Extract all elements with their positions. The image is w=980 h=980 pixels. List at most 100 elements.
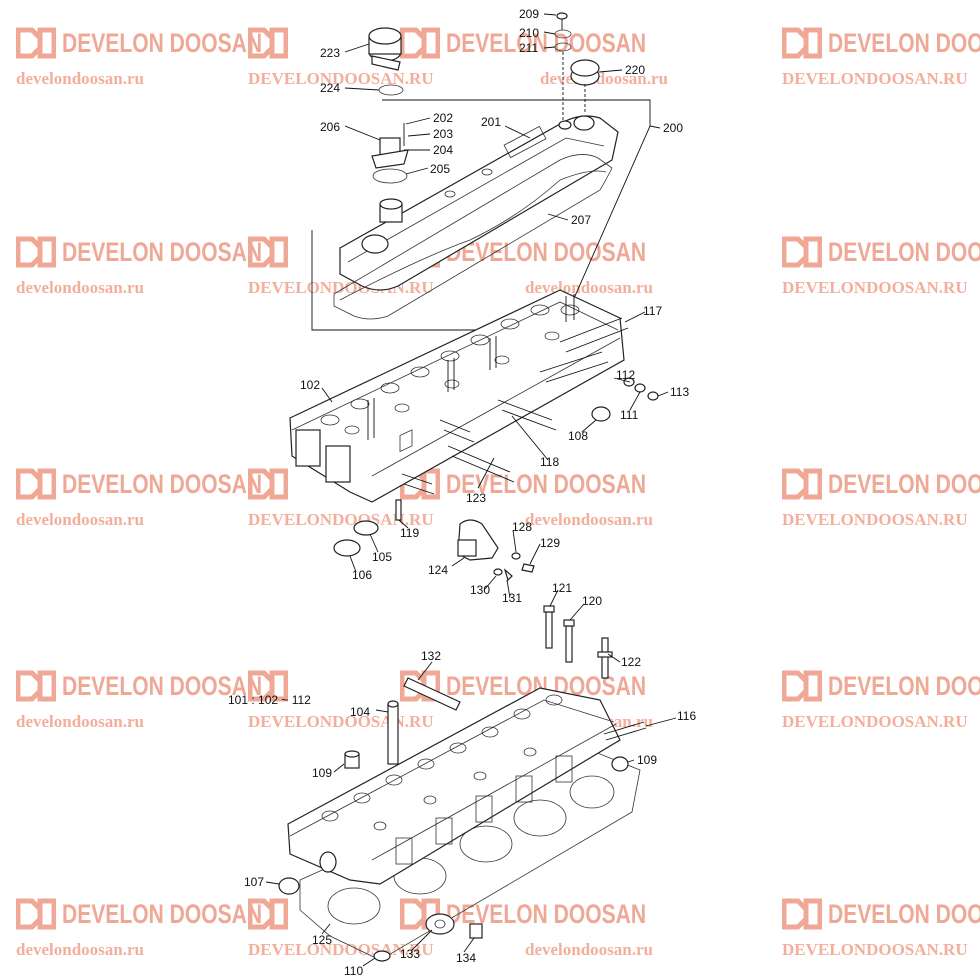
label-206: 206: [320, 120, 340, 134]
label-204: 204: [433, 143, 453, 157]
label-211: 211: [519, 41, 538, 55]
rocker-cover: [339, 115, 619, 291]
watermark: DEVELON DOOSAN develondoosan.ru: [16, 468, 319, 530]
plug-107: [278, 877, 300, 895]
brand-logo-icon: [248, 670, 288, 702]
brand-logo-icon: [248, 236, 288, 268]
head-port: [319, 851, 337, 873]
part-labels: 209 210 211 223 220 224 202 201 200 206 …: [228, 7, 696, 978]
label-207: 207: [571, 213, 591, 227]
watermark-url: develondoosan.ru: [525, 940, 653, 959]
label-113: 113: [670, 385, 689, 399]
brand-logo-icon: [16, 898, 56, 930]
label-122: 122: [621, 655, 641, 669]
watermark-brand: DEVELON DOOSAN: [62, 236, 263, 267]
watermark-brand: DEVELON DOOSAN: [828, 670, 980, 701]
watermark: DEVELON DOOSAN develondoosan.ru: [16, 236, 319, 298]
watermark-brand: DEVELON DOOSAN: [446, 468, 647, 499]
assembly-caption: 101 : 102 ~ 112: [228, 693, 311, 707]
label-110: 110: [344, 964, 363, 978]
watermark-url: develondoosan.ru: [16, 712, 144, 731]
cylinder-head-upper-view: [289, 289, 659, 582]
dowel-119: [395, 499, 402, 521]
plug-105: [353, 520, 379, 536]
washer-111: [634, 383, 646, 393]
watermark: DEVELON DOOSAN DEVELONDOOSAN.RU: [782, 670, 980, 732]
plug-106: [333, 539, 361, 557]
label-134: 134: [456, 951, 476, 965]
watermark-url: develondoosan.ru: [16, 278, 144, 297]
group-frame: [311, 99, 651, 331]
watermark-brand: DEVELON DOOSAN: [62, 27, 263, 58]
glow-plug-132: [403, 677, 461, 711]
label-108: 108: [568, 429, 588, 443]
watermark-brand: DEVELON DOOSAN: [62, 670, 263, 701]
brand-logo-icon: [16, 27, 56, 59]
watermark: DEVELON DOOSAN develondoosan.ru: [16, 670, 319, 732]
watermark-url: DEVELONDOOSAN.RU: [782, 69, 968, 88]
label-123: 123: [466, 491, 486, 505]
watermark-url: develondoosan.ru: [16, 69, 144, 88]
label-102: 102: [300, 378, 320, 392]
label-209: 209: [519, 7, 539, 21]
label-200: 200: [663, 121, 683, 135]
seal-211: [554, 42, 572, 52]
bolt-209: [556, 12, 568, 20]
watermark-url: DEVELONDOOSAN.RU: [248, 510, 434, 529]
label-121: 121: [552, 581, 572, 595]
plug-108: [591, 406, 611, 422]
watermark-brand: DEVELON DOOSAN: [62, 468, 263, 499]
watermark-brand: DEVELON DOOSAN: [828, 27, 980, 58]
cylinder-head-assembly-view: [278, 605, 647, 962]
watermark: DEVELON DOOSAN develondoosan.ru: [16, 27, 319, 89]
watermark: DEVELON DOOSAN: [400, 468, 703, 500]
watermark: develondoosan.ru: [525, 898, 653, 960]
brand-logo-icon: [782, 27, 822, 59]
label-201: 201: [481, 115, 501, 129]
cover-plate: [503, 125, 547, 159]
breather-gasket: [372, 168, 408, 184]
bolt-131: [503, 568, 513, 582]
label-112: 112: [616, 368, 635, 382]
plug-110: [373, 950, 391, 962]
label-109: 109: [312, 766, 332, 780]
label-128: 128: [512, 520, 532, 534]
label-109-right: 109: [637, 753, 657, 767]
label-220: 220: [625, 63, 645, 77]
washer-210: [554, 29, 572, 39]
label-119: 119: [400, 526, 419, 540]
watermark: DEVELON DOOSAN DEVELONDOOSAN.RU: [782, 898, 980, 960]
brand-logo-icon: [16, 468, 56, 500]
label-104: 104: [350, 705, 370, 719]
label-202: 202: [433, 111, 453, 125]
label-125: 125: [312, 933, 332, 947]
watermark-url: DEVELONDOOSAN.RU: [782, 278, 968, 297]
label-223: 223: [320, 46, 340, 60]
washer-130: [493, 568, 503, 576]
watermark-url: develondoosan.ru: [16, 940, 144, 959]
label-117: 117: [643, 304, 662, 318]
watermark: DEVELONDOOSAN.RU: [248, 468, 434, 530]
cylinder-head: [287, 687, 621, 885]
watermark-url: DEVELONDOOSAN.RU: [782, 940, 968, 959]
cover-boss: [361, 234, 389, 254]
watermark-url: develondoosan.ru: [16, 510, 144, 529]
watermark: DEVELONDOOSAN.RU: [248, 27, 434, 89]
label-105: 105: [372, 550, 392, 564]
brand-logo-icon: [248, 27, 288, 59]
watermark-brand: DEVELON DOOSAN: [828, 468, 980, 499]
brand-logo-icon: [248, 898, 288, 930]
watermark-brand: DEVELON DOOSAN: [828, 236, 980, 267]
label-132: 132: [421, 649, 441, 663]
label-118: 118: [540, 455, 559, 469]
brand-logo-icon: [782, 236, 822, 268]
label-124: 124: [428, 563, 448, 577]
watermark-url: DEVELONDOOSAN.RU: [248, 69, 434, 88]
label-106: 106: [352, 568, 372, 582]
watermark: DEVELON DOOSAN DEVELONDOOSAN.RU: [782, 468, 980, 530]
watermark-url: develondoosan.ru: [525, 510, 653, 529]
bolt-120: [565, 625, 573, 663]
watermark-url: DEVELONDOOSAN.RU: [782, 712, 968, 731]
sleeve-104: [387, 703, 399, 765]
